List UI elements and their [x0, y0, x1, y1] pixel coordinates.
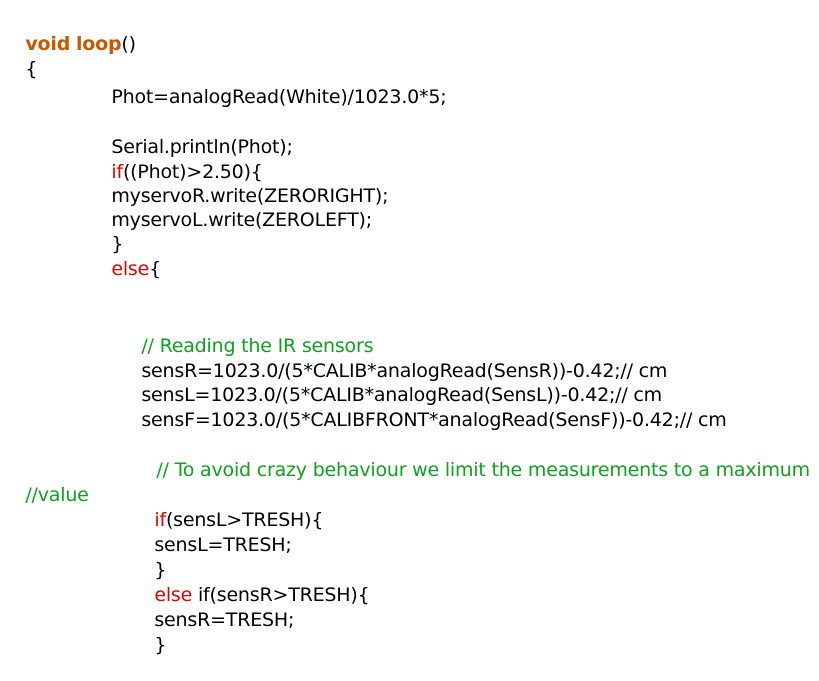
code-line-phot-assign: Phot=analogRead(White)/1023.0*5; [88, 61, 446, 133]
close-brace: } [111, 233, 124, 255]
code-line-if-sensL: if(sensL>TRESH){ [131, 484, 323, 556]
statement-text: Phot=analogRead(White)/1023.0*5; [111, 86, 447, 108]
condition-text: if(sensR>TRESH){ [192, 584, 370, 606]
keyword-else: else [154, 584, 193, 606]
code-line-serial-println: Serial.println(Phot); [88, 111, 293, 183]
code-line-sensR: sensR=1023.0/(5*CALIB*analogRead(SensR))… [118, 335, 667, 407]
statement-text: myservoR.write(ZERORIGHT); [111, 185, 389, 207]
statement-text: myservoL.write(ZEROLEFT); [111, 209, 372, 231]
code-line-sensF: sensF=1023.0/(5*CALIBFRONT*analogRead(Se… [118, 384, 727, 456]
code-line-sensL-tresh: sensL=TRESH; [131, 509, 292, 581]
code-line-sensL: sensL=1023.0/(5*CALIB*analogRead(SensL))… [118, 359, 662, 431]
comment-text: //value [25, 484, 89, 506]
statement-text: sensR=1023.0/(5*CALIB*analogRead(SensR))… [141, 360, 668, 382]
keyword-void: void [25, 33, 71, 55]
code-line-comment-ir: // Reading the IR sensors [118, 310, 373, 382]
statement-text: sensR=TRESH; [154, 609, 295, 631]
code-line-loop-signature: void loop() [2, 8, 136, 80]
code-line-close-brace: } [88, 208, 123, 280]
open-brace: { [149, 258, 162, 280]
code-line-close-brace-2: } [131, 534, 166, 606]
code-line-open-brace: { [2, 33, 37, 105]
code-line-else: else{ [88, 233, 161, 305]
statement-text: sensF=1023.0/(5*CALIBFRONT*analogRead(Se… [141, 409, 727, 431]
comment-text: // Reading the IR sensors [141, 335, 374, 357]
close-brace: } [154, 559, 167, 581]
code-line-servo-right: myservoR.write(ZERORIGHT); [88, 160, 388, 232]
code-line-else-if-sensR: else if(sensR>TRESH){ [131, 559, 369, 631]
code-line-sensR-tresh: sensR=TRESH; [131, 584, 294, 656]
parens: () [121, 33, 136, 55]
function-name-loop: loop [75, 33, 122, 55]
statement-text: sensL=TRESH; [154, 534, 292, 556]
keyword-if: if [111, 161, 123, 183]
code-line-comment-limit: // To avoid crazy behaviour we limit the… [133, 434, 810, 506]
condition-text: ((Phot)>2.50){ [122, 161, 263, 183]
keyword-else: else [111, 258, 150, 280]
close-brace: } [154, 634, 167, 656]
condition-text: (sensL>TRESH){ [165, 509, 324, 531]
keyword-if: if [154, 509, 166, 531]
statement-text: Serial.println(Phot); [111, 136, 293, 158]
comment-text: // To avoid crazy behaviour we limit the… [156, 459, 810, 481]
code-line-servo-left: myservoL.write(ZEROLEFT); [88, 184, 372, 256]
code-line-comment-value: //value [2, 459, 89, 531]
code-line-close-brace-3: } [131, 609, 166, 681]
statement-text: sensL=1023.0/(5*CALIB*analogRead(SensL))… [141, 384, 662, 406]
code-line-if-phot: if((Phot)>2.50){ [88, 136, 263, 208]
open-brace: { [25, 58, 38, 80]
